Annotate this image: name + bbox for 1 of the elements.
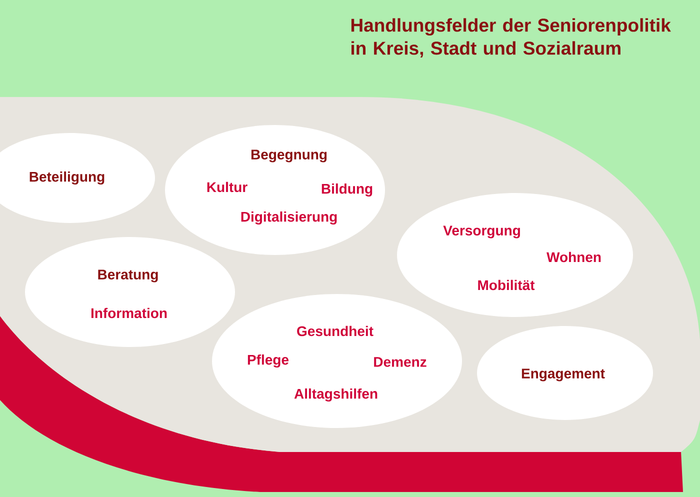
title: Handlungsfelder der Seniorenpolitik in Kreis, Stadt und Sozialraum <box>351 18 671 58</box>
